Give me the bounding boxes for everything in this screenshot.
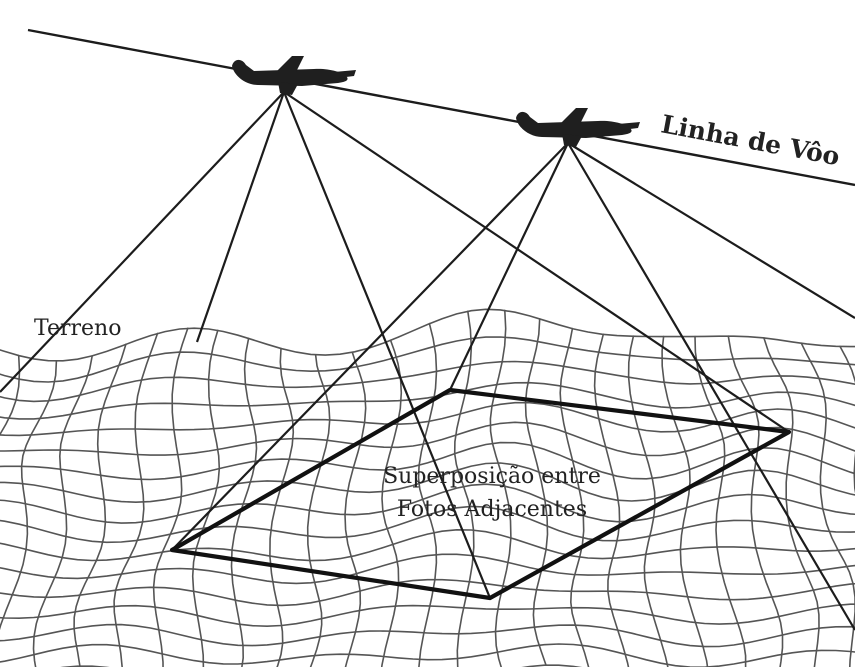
terrain-grid-line: [0, 603, 855, 628]
terrain-grid-line: [800, 342, 855, 667]
terrain-grid-line: [559, 327, 590, 667]
terrain-grid-line: [417, 322, 438, 667]
ray: [449, 142, 569, 391]
terrain-grid-line: [0, 553, 855, 585]
terrain-grid-line: [0, 360, 855, 403]
terrain-grid-line: [0, 336, 855, 383]
terrain-grid-line: [269, 347, 295, 667]
terrain-grid-line: [763, 337, 820, 667]
airplane-icon: [516, 108, 640, 147]
terrain-grid-line: [380, 339, 403, 667]
terrain-grid-line: [0, 354, 21, 436]
terrain-grid-line: [230, 337, 258, 667]
terrain-grid-line: [524, 318, 549, 666]
terrain-grid-line: [191, 329, 221, 667]
terrain-grid-line: [0, 308, 855, 362]
terrain-grid-line: [727, 335, 784, 667]
terrain-grid-line: [0, 528, 855, 562]
terrain-grid-line: [0, 643, 855, 667]
ray: [567, 142, 855, 631]
terrain-grid-line: [152, 327, 189, 667]
terrain-grid-line: [0, 441, 855, 481]
ray: [171, 142, 569, 551]
terrain-wireframe-grid: [0, 308, 855, 667]
terrain-grid-line: [453, 310, 475, 667]
terrain-grid-line: [0, 360, 58, 631]
flight-line-label: Linha de Vôo: [659, 109, 842, 171]
airplane-icon: [232, 56, 356, 95]
terrain-label: Terreno: [34, 316, 121, 341]
overlap-label-line-2: Fotos Adjacentes: [397, 497, 587, 522]
terrain-grid-line: [694, 335, 747, 667]
terrain-grid-line: [0, 578, 855, 607]
camera-rays-airplane-2: [171, 142, 855, 631]
ray: [0, 91, 285, 393]
overlap-label-line-1: Superposição entre: [383, 464, 601, 489]
terrain-grid-line: [306, 354, 331, 667]
terrain-grid-line: [489, 309, 512, 667]
terrain-grid-line: [593, 333, 630, 667]
terrain-grid-line: [32, 355, 93, 667]
terrain-grid-line: [344, 351, 367, 667]
terrain-grid-line: [661, 335, 709, 667]
terrain-grid-line: [0, 505, 855, 544]
terrain-grid-line: [627, 335, 669, 667]
ray: [195, 91, 286, 343]
flight-line: [27, 28, 855, 187]
terrain-grid-line: [113, 332, 159, 667]
overlap-area: [169, 387, 792, 601]
terrain-grid-line: [73, 343, 127, 667]
terrain-grid-line: [0, 462, 855, 504]
terrain-grid-line: [0, 623, 855, 648]
ray: [567, 142, 855, 319]
ray: [282, 91, 492, 599]
